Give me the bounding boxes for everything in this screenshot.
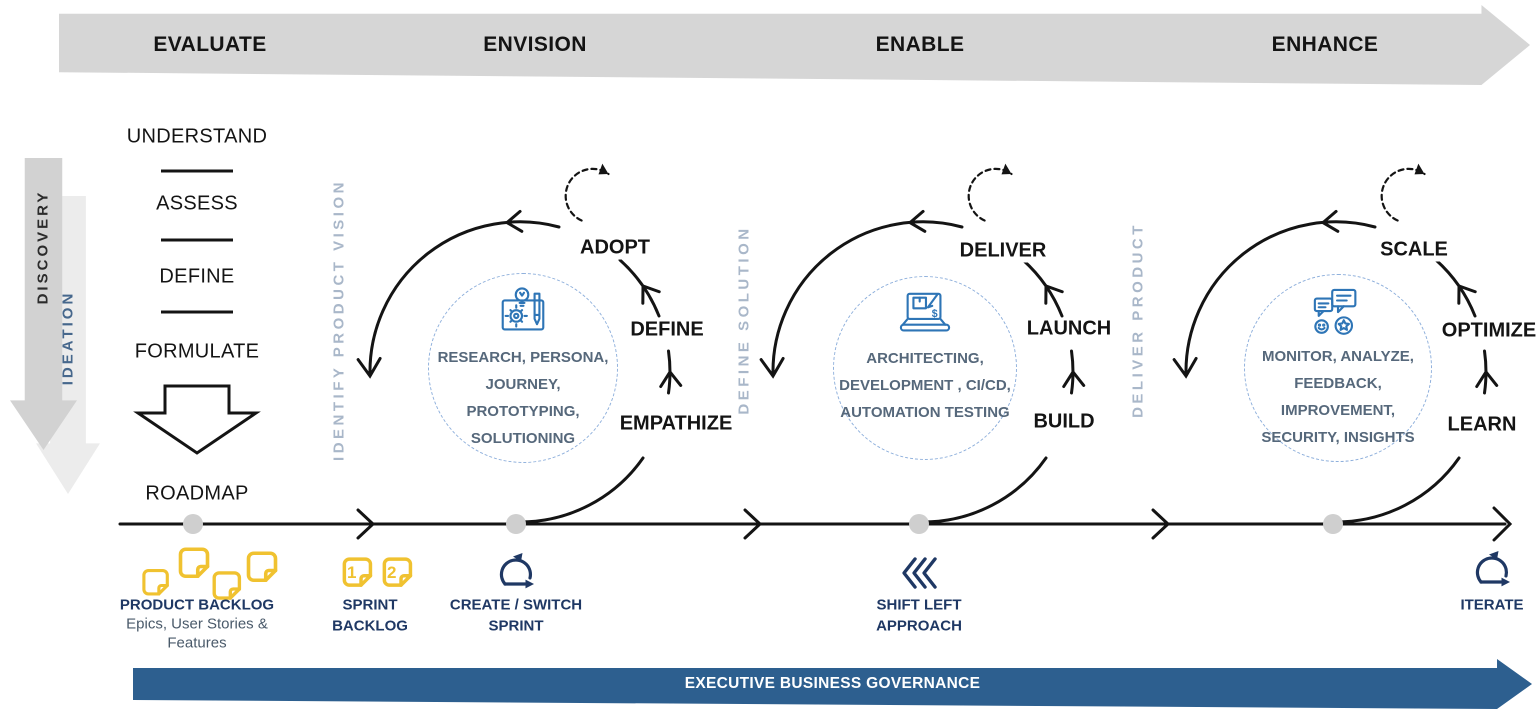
shift-left-label1: SHIFT LEFT (876, 596, 962, 614)
enable-detail-text: ARCHITECTING, DEVELOPMENT , CI/CD, AUTOM… (839, 345, 1011, 426)
step-divider (161, 238, 233, 242)
guide-define-solution: DEFINE SOLUTION (735, 225, 753, 415)
enhance-detail-circle: MONITOR, ANALYZE, FEEDBACK, IMPROVEMENT,… (1244, 274, 1432, 462)
stage-adopt: ADOPT (576, 236, 654, 260)
step-divider (161, 310, 233, 314)
envision-detail-line1: RESEARCH, PERSONA, (437, 349, 609, 366)
enhance-detail-line1: MONITOR, ANALYZE, (1262, 348, 1414, 365)
step-assess: ASSESS (156, 192, 238, 215)
sprint-cycle-icon (499, 551, 536, 591)
iterate-label: ITERATE (1460, 596, 1524, 614)
governance-arrow: EXECUTIVE BUSINESS GOVERNANCE (133, 659, 1532, 709)
envision-detail-circle: RESEARCH, PERSONA, JOURNEY, PROTOTYPING,… (428, 273, 618, 463)
timeline-milestone-dots (183, 514, 1343, 534)
design-blueprint-icon (501, 287, 545, 331)
step-divider (161, 169, 233, 173)
sprint-backlog-label1: SPRINT (342, 596, 398, 614)
product-backlog-sub2: Features (167, 634, 227, 652)
ideation-label: IDEATION (59, 290, 77, 386)
enhance-detail-line2: FEEDBACK, IMPROVEMENT, (1280, 375, 1396, 419)
step-define: DEFINE (159, 265, 235, 288)
enable-detail-circle: $ ARCHITECTING, DEVELOPMENT , CI/CD, AUT… (833, 276, 1017, 460)
timeline-end-arrow-icon (1492, 506, 1513, 542)
product-backlog-sub1: Epics, User Stories & (126, 615, 268, 633)
svg-text:$: $ (932, 308, 938, 320)
create-switch-label2: SPRINT (488, 617, 544, 635)
product-backlog-label: PRODUCT BACKLOG (119, 596, 275, 614)
step-formulate: FORMULATE (134, 340, 260, 363)
governance-label: EXECUTIVE BUSINESS GOVERNANCE (684, 675, 981, 692)
enhance-detail-text: MONITOR, ANALYZE, FEEDBACK, IMPROVEMENT,… (1245, 343, 1431, 451)
shift-left-chevrons-icon (902, 557, 937, 589)
guide-identify-product-vision: IDENTIFY PRODUCT VISION (330, 179, 348, 461)
sprint-backlog-label2: BACKLOG (332, 617, 408, 635)
guide-deliver-product: DELIVER PRODUCT (1129, 222, 1147, 418)
restart-loop-dashed-icon (564, 167, 610, 222)
discovery-label: DISCOVERY (34, 189, 52, 305)
envision-detail-line2: JOURNEY, PROTOTYPING, (466, 376, 580, 420)
note-number-1: 1 (347, 563, 356, 582)
enable-detail-line2: DEVELOPMENT , CI/CD, (839, 377, 1011, 394)
stage-define: DEFINE (626, 318, 708, 342)
note-number-2: 2 (387, 563, 396, 582)
create-switch-label1: CREATE / SWITCH (449, 596, 583, 614)
dev-laptop-icon: $ (899, 292, 951, 332)
restart-loop-dashed-icon (967, 167, 1013, 222)
stage-launch: LAUNCH (1022, 317, 1116, 341)
stage-scale: SCALE (1376, 238, 1452, 262)
stage-optimize: OPTIMIZE (1437, 319, 1536, 343)
enhance-detail-line3: SECURITY, INSIGHTS (1261, 429, 1415, 446)
numbered-sticky-notes-icon: 1 2 (342, 557, 413, 587)
iterate-sprint-cycle-icon (1475, 549, 1512, 589)
roadmap-label: ROADMAP (145, 482, 249, 505)
envision-detail-line3: SOLUTIONING (470, 430, 576, 447)
stage-deliver: DELIVER (955, 239, 1051, 263)
step-understand: UNDERSTAND (126, 125, 268, 148)
phase-envision: ENVISION (483, 33, 587, 56)
restart-loop-dashed-icon (1380, 167, 1426, 222)
shift-left-label2: APPROACH (876, 617, 962, 635)
enable-detail-line3: AUTOMATION TESTING (840, 404, 1010, 421)
roadmap-down-arrow-icon (133, 384, 261, 455)
phase-enable: ENABLE (875, 33, 965, 56)
stage-build: BUILD (1029, 410, 1099, 434)
phase-banner-arrow: EVALUATE ENVISION ENABLE ENHANCE (59, 5, 1530, 85)
envision-detail-text: RESEARCH, PERSONA, JOURNEY, PROTOTYPING,… (429, 344, 617, 452)
enable-detail-line1: ARCHITECTING, (866, 350, 984, 367)
stage-empathize: EMPATHIZE (615, 412, 737, 436)
feedback-chat-icon (1313, 288, 1357, 335)
phase-evaluate: EVALUATE (153, 33, 267, 56)
phase-enhance: ENHANCE (1271, 33, 1379, 56)
stage-learn: LEARN (1443, 413, 1521, 437)
